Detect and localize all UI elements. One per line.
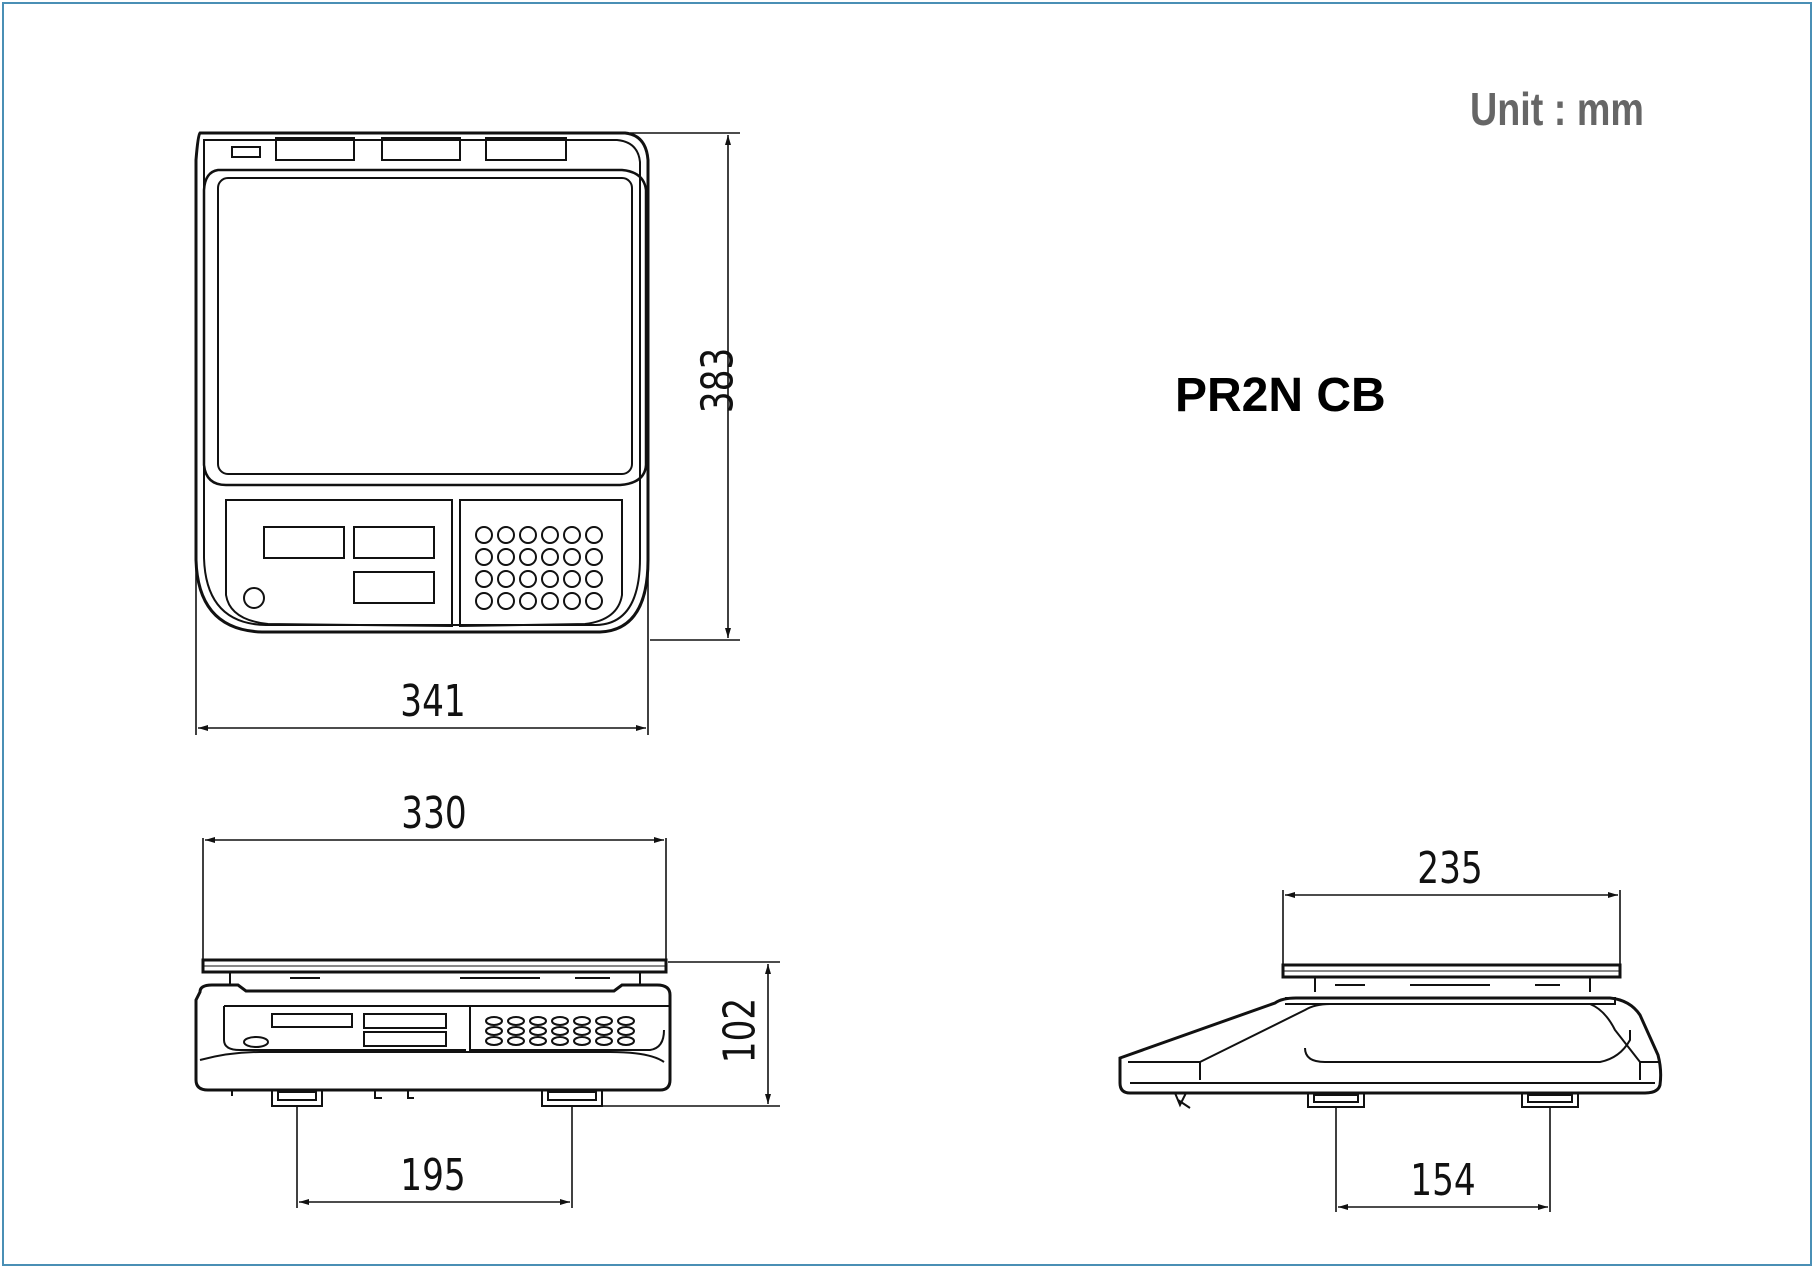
front-keypad-button — [617, 1036, 635, 1046]
dimension-platter-width-front: 330 — [401, 788, 467, 839]
top-view-dimensions — [195, 132, 740, 735]
keypad-buttons — [475, 526, 603, 610]
keypad-button — [497, 592, 515, 610]
model-name: PR2N CB — [1175, 369, 1386, 422]
front-keypad-button — [485, 1016, 503, 1026]
front-view-dimensions — [202, 837, 780, 1208]
keypad-button — [585, 570, 603, 588]
front-keypad-button — [529, 1026, 547, 1036]
dimension-height-front: 102 — [714, 997, 766, 1064]
dimension-width-top: 341 — [400, 676, 466, 727]
top-view — [194, 131, 650, 634]
front-keypad-button — [551, 1036, 569, 1046]
keypad-button — [475, 570, 493, 588]
front-keypad-button — [529, 1036, 547, 1046]
side-view-dimensions — [1282, 890, 1621, 1212]
keypad-button — [519, 548, 537, 566]
unit-label: Unit : mm — [1470, 83, 1644, 135]
keypad-button — [541, 592, 559, 610]
keypad-button — [585, 592, 603, 610]
front-keypad-button — [595, 1026, 613, 1036]
dimension-feet-spacing-front: 195 — [400, 1150, 466, 1201]
keypad-button — [497, 526, 515, 544]
keypad-button — [563, 570, 581, 588]
keypad-button — [563, 548, 581, 566]
front-keypad-button — [507, 1026, 525, 1036]
keypad-button — [475, 548, 493, 566]
side-view — [1118, 963, 1663, 1109]
front-keypad-button — [573, 1026, 591, 1036]
keypad-button — [563, 592, 581, 610]
dimension-feet-spacing-side: 154 — [1410, 1155, 1476, 1206]
front-keypad-button — [595, 1036, 613, 1046]
keypad-button — [519, 526, 537, 544]
keypad-button — [519, 570, 537, 588]
front-keypad-button — [595, 1016, 613, 1026]
front-keypad-button — [551, 1026, 569, 1036]
front-keypad-button — [507, 1036, 525, 1046]
keypad-button — [541, 570, 559, 588]
keypad-button — [585, 548, 603, 566]
keypad-button — [541, 526, 559, 544]
keypad-button — [541, 548, 559, 566]
keypad-button — [475, 592, 493, 610]
front-keypad-button — [485, 1036, 503, 1046]
keypad-button — [563, 526, 581, 544]
keypad-button — [497, 570, 515, 588]
dimension-depth-top: 383 — [692, 347, 744, 414]
keypad-button — [497, 548, 515, 566]
front-keypad-button — [507, 1016, 525, 1026]
front-keypad-button — [573, 1016, 591, 1026]
keypad-button — [585, 526, 603, 544]
front-view — [194, 958, 672, 1107]
front-keypad-button — [573, 1036, 591, 1046]
front-keypad-button — [529, 1016, 547, 1026]
keypad-button — [475, 526, 493, 544]
front-keypad-button — [551, 1016, 569, 1026]
dimension-platter-depth-side: 235 — [1417, 843, 1483, 894]
front-keypad-button — [617, 1026, 635, 1036]
front-keypad-button — [617, 1016, 635, 1026]
keypad-button — [519, 592, 537, 610]
front-keypad-button — [485, 1026, 503, 1036]
